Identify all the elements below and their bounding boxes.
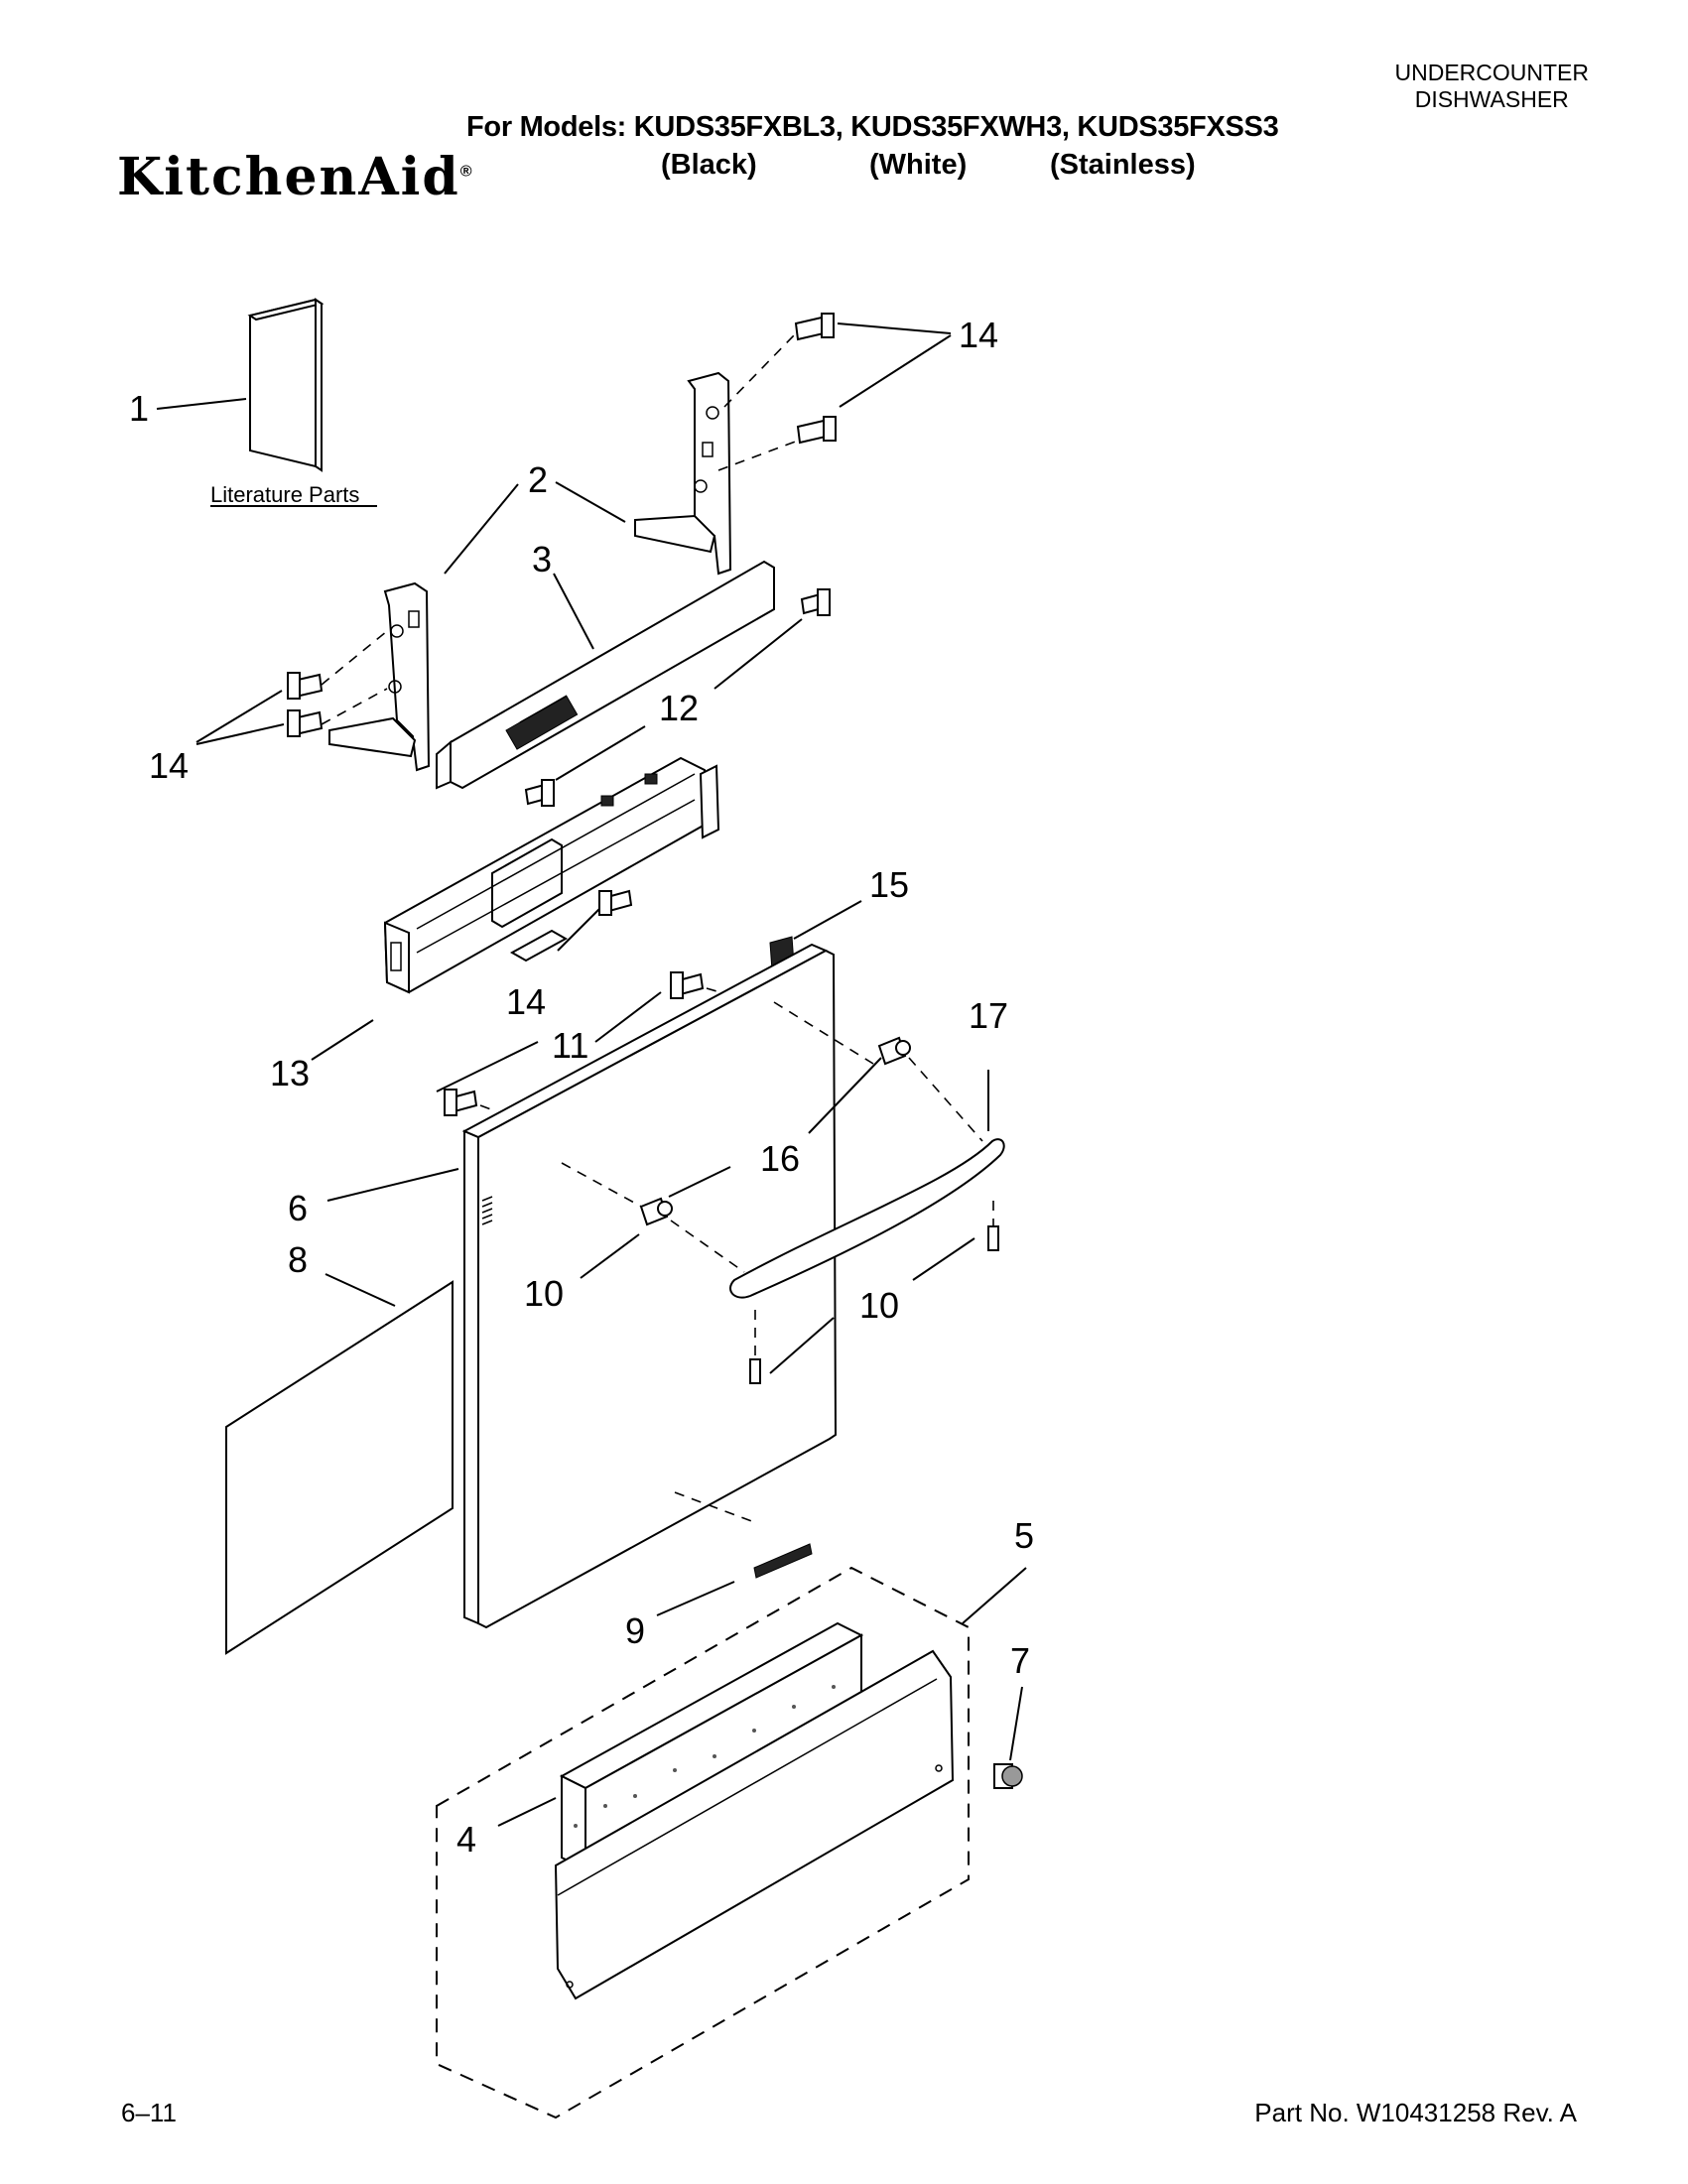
- callout-17: 17: [969, 995, 1008, 1036]
- callout-16: 16: [760, 1138, 800, 1179]
- callout-6: 6: [288, 1188, 308, 1228]
- page-number: 6–11: [121, 2098, 177, 2127]
- literature-booklet: [247, 298, 325, 472]
- screws-panel: [524, 588, 831, 807]
- right-mounting-bracket: [634, 371, 732, 576]
- callout-14-top: 14: [959, 315, 998, 355]
- callout-14-left: 14: [149, 745, 189, 786]
- door-handle: [729, 1138, 1005, 1299]
- color-white: (White): [869, 149, 968, 181]
- control-module: [383, 756, 720, 994]
- callout-1: 1: [129, 388, 149, 429]
- callout-14-middle: 14: [506, 981, 546, 1022]
- brand-badge: [753, 1543, 813, 1579]
- registered-mark: ®: [459, 163, 474, 181]
- literature-parts-label: Literature Parts: [210, 482, 359, 507]
- callout-8: 8: [288, 1239, 308, 1280]
- appliance-line-2: DISHWASHER: [1414, 86, 1569, 112]
- toe-panel-screw: [993, 1763, 1023, 1789]
- toekick-assembly-outline: [436, 1566, 970, 2120]
- callout-13: 13: [270, 1053, 310, 1093]
- screws-top-right: [717, 313, 837, 471]
- appliance-line-1: UNDERCOUNTER: [1394, 60, 1590, 85]
- callout-2: 2: [528, 459, 548, 500]
- console-panel: [436, 560, 775, 790]
- callout-12: 12: [659, 688, 699, 728]
- handle-standoffs: [639, 1036, 983, 1273]
- callout-7: 7: [1010, 1640, 1030, 1681]
- leader-lines: [156, 322, 1027, 1827]
- callout-4: 4: [456, 1819, 476, 1860]
- callout-9: 9: [625, 1610, 645, 1651]
- brand-logo: KitchenAid®: [117, 147, 474, 207]
- models-line: For Models: KUDS35FXBL3, KUDS35FXWH3, KU…: [466, 111, 1279, 143]
- callout-15: 15: [869, 864, 909, 905]
- screw-middle: [598, 889, 633, 916]
- part-number: Part No. W10431258 Rev. A: [1254, 2098, 1577, 2127]
- door-panel-insert: [225, 1280, 454, 1655]
- callout-10-left: 10: [524, 1273, 564, 1314]
- color-stainless: (Stainless): [1050, 149, 1196, 181]
- color-black: (Black): [661, 149, 757, 181]
- callout-numbers: 1 2 3 14 14 12 14 15 13 11 17 6 16 8 10 …: [129, 315, 1034, 1860]
- door-panel: [461, 943, 874, 1629]
- callout-5: 5: [1014, 1515, 1034, 1556]
- callout-3: 3: [532, 539, 552, 579]
- handle-screws: [749, 1201, 999, 1384]
- callout-11: 11: [552, 1025, 588, 1066]
- door-vent: [481, 1196, 493, 1225]
- brand-name: KitchenAid: [117, 147, 460, 207]
- screws-door-top: [444, 971, 755, 1116]
- callout-10-right: 10: [859, 1285, 899, 1326]
- left-mounting-bracket: [328, 581, 431, 772]
- toe-panel: [554, 1649, 955, 2000]
- appliance-type: UNDERCOUNTER DISHWASHER: [1395, 60, 1590, 113]
- screws-left: [287, 630, 388, 737]
